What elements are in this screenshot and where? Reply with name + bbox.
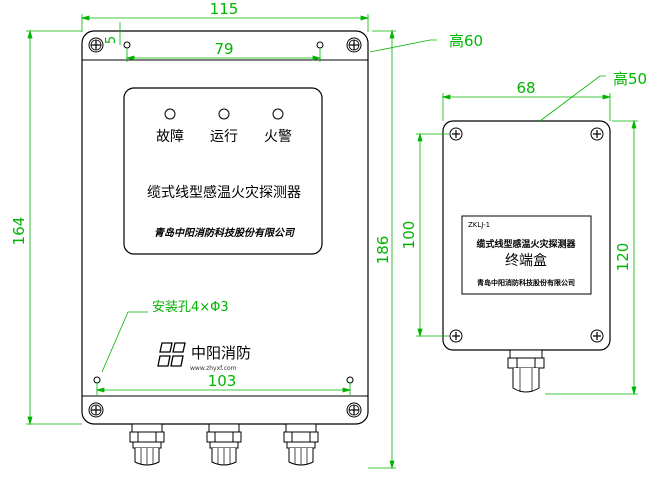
corner-screw-icon bbox=[449, 329, 463, 343]
corner-screw-icon bbox=[346, 37, 362, 53]
dim-terminal-height-label: 高50 bbox=[613, 70, 647, 88]
fault-led-icon bbox=[164, 108, 176, 120]
detector-title: 缆式线型感温火灾探测器 bbox=[147, 184, 301, 201]
corner-screw-icon bbox=[449, 127, 463, 141]
terminal-tag: ZKLJ-1 bbox=[468, 221, 490, 229]
corner-screw-icon bbox=[590, 127, 604, 141]
cable-gland-icon bbox=[206, 423, 242, 466]
mount-hole-icon bbox=[123, 41, 131, 49]
terminal-company: 青岛中阳消防科技股份有限公司 bbox=[477, 278, 575, 287]
company-name: 青岛中阳消防科技股份有限公司 bbox=[154, 227, 296, 239]
dim-terminal-inner-height: 100 bbox=[400, 221, 418, 250]
dim-top-offset: 5 bbox=[104, 36, 119, 44]
cable-glands bbox=[129, 423, 319, 466]
mount-hole-icon bbox=[316, 41, 324, 49]
run-led-icon bbox=[218, 108, 230, 120]
corner-screw-icon bbox=[590, 329, 604, 343]
alarm-label: 火警 bbox=[264, 129, 292, 145]
dim-terminal-width: 68 bbox=[516, 79, 535, 97]
brand-url: www.zhyxf.com bbox=[190, 365, 237, 372]
dim-main-width: 115 bbox=[210, 0, 239, 18]
fault-label: 故障 bbox=[156, 129, 184, 145]
dim-main-height-label: 高60 bbox=[449, 32, 483, 50]
alarm-led-icon bbox=[272, 108, 284, 120]
corner-screw-icon bbox=[88, 402, 104, 418]
dim-left-height: 164 bbox=[10, 217, 28, 246]
logo-mark-icon bbox=[157, 342, 186, 367]
terminal-name: 终端盒 bbox=[505, 252, 547, 269]
run-label: 运行 bbox=[210, 129, 238, 145]
terminal-box: ZKLJ-1 缆式线型感温火灾探测器 终端盒 青岛中阳消防科技股份有限公司 bbox=[442, 120, 611, 351]
front-panel: 故障 运行 火警 缆式线型感温火灾探测器 青岛中阳消防科技股份有限公司 bbox=[123, 87, 323, 255]
mount-hole-note: 安装孔4×Φ3 bbox=[152, 300, 229, 315]
brand-name: 中阳消防 bbox=[191, 344, 251, 362]
dim-hole-span-top: 79 bbox=[214, 40, 233, 58]
dim-bottom-hole-span: 103 bbox=[208, 372, 237, 390]
cable-gland-icon bbox=[283, 423, 319, 466]
terminal-gland bbox=[507, 349, 545, 393]
corner-screw-icon bbox=[346, 402, 362, 418]
cable-gland-icon bbox=[129, 423, 165, 466]
terminal-title: 缆式线型感温火灾探测器 bbox=[476, 238, 576, 250]
terminal-dimensions bbox=[416, 75, 638, 396]
corner-screw-icon bbox=[88, 37, 104, 53]
brand-logo: 中阳消防 www.zhyxf.com bbox=[157, 342, 251, 372]
main-dimensions bbox=[26, 14, 437, 470]
dim-terminal-outer-height: 120 bbox=[614, 243, 632, 272]
dim-right-height: 186 bbox=[374, 236, 392, 265]
